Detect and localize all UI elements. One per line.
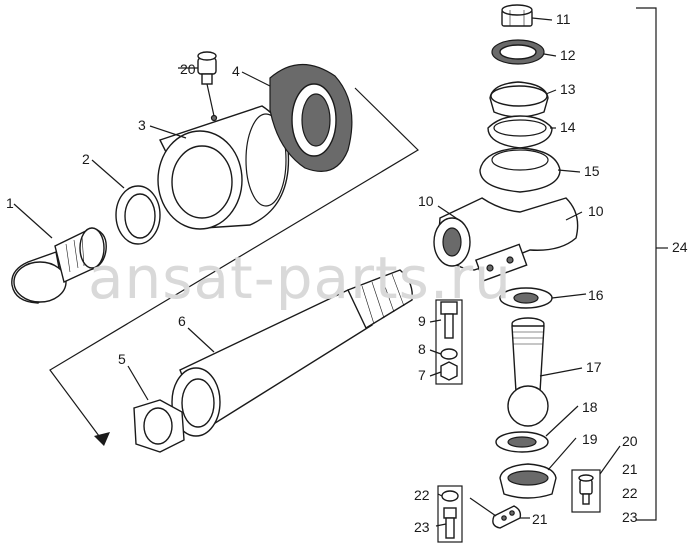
callout-13: 13 bbox=[560, 81, 576, 97]
part-12-snap-ring bbox=[491, 39, 545, 65]
callout-2: 2 bbox=[82, 151, 90, 167]
callout-18: 18 bbox=[582, 399, 598, 415]
callout-1: 1 bbox=[6, 195, 14, 211]
part-6-tube bbox=[171, 269, 413, 437]
part-13-cup bbox=[489, 81, 549, 118]
part-21-lock-plate bbox=[492, 505, 522, 529]
bracket-24 bbox=[636, 7, 668, 521]
callout-20-right: 20 bbox=[622, 433, 638, 449]
callout-15: 15 bbox=[584, 163, 600, 179]
callout-23-right: 23 bbox=[622, 509, 638, 525]
part-11-castle-nut bbox=[501, 4, 533, 27]
callout-20-upper: 20 bbox=[180, 61, 196, 77]
part-19-cap bbox=[499, 463, 557, 499]
callout-4: 4 bbox=[232, 63, 240, 79]
part-1-ball-end bbox=[11, 227, 107, 304]
part-4-gasket bbox=[269, 63, 353, 172]
callout-14: 14 bbox=[560, 119, 576, 135]
callout-17: 17 bbox=[586, 359, 602, 375]
part-5-hex-nut bbox=[133, 399, 185, 453]
callout-16: 16 bbox=[588, 287, 604, 303]
callout-5: 5 bbox=[118, 351, 126, 367]
callout-22-right: 22 bbox=[622, 485, 638, 501]
callout-19: 19 bbox=[582, 431, 598, 447]
part-15-boot bbox=[479, 147, 561, 193]
part-2-ring bbox=[115, 185, 161, 245]
part-20-grease-nipple-lower bbox=[571, 469, 601, 513]
callout-labels: 1 2 3 4 5 6 7 8 9 10 10 11 12 13 14 15 1… bbox=[6, 11, 688, 535]
callout-24: 24 bbox=[672, 239, 688, 255]
callout-22-lower: 22 bbox=[414, 487, 430, 503]
callout-6: 6 bbox=[178, 313, 186, 329]
callout-11: 11 bbox=[556, 11, 571, 27]
part-17-ball-pin bbox=[507, 317, 549, 427]
callout-23-lower: 23 bbox=[414, 519, 430, 535]
callout-10-right: 10 bbox=[588, 203, 604, 219]
part-18-race bbox=[495, 431, 549, 453]
callout-7: 7 bbox=[418, 367, 426, 383]
callout-10-left: 10 bbox=[418, 193, 434, 209]
callout-9: 9 bbox=[418, 313, 426, 329]
part-10-housing bbox=[433, 197, 579, 282]
parts-7-9-bolt-group bbox=[435, 299, 463, 385]
callout-21-right: 21 bbox=[622, 461, 638, 477]
part-20-grease-nipple-upper bbox=[197, 51, 217, 85]
callout-8: 8 bbox=[418, 341, 426, 357]
callout-3: 3 bbox=[138, 117, 146, 133]
watermark-text: ansat-parts.ru bbox=[88, 244, 512, 312]
leader-lines bbox=[13, 17, 621, 527]
callout-12: 12 bbox=[560, 47, 576, 63]
part-16-washer bbox=[499, 287, 553, 309]
assembly-outline bbox=[49, 87, 419, 446]
part-3-sleeve bbox=[157, 105, 290, 230]
part-14-washer bbox=[487, 115, 553, 149]
parts-22-23-bolt-group bbox=[437, 485, 463, 543]
callout-21-lower: 21 bbox=[532, 511, 548, 527]
